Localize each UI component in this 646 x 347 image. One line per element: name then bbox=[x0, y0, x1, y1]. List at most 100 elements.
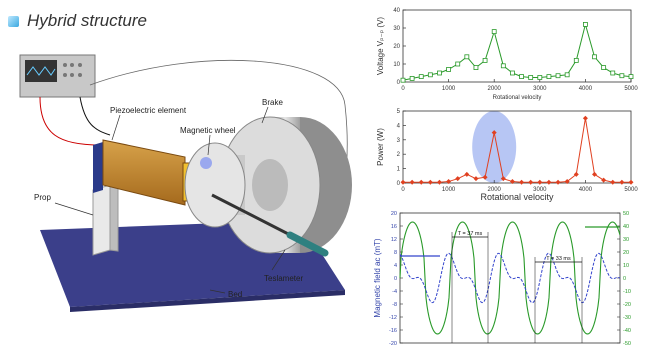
y-tick-label: 0 bbox=[394, 276, 397, 282]
y2-tick-label: -10 bbox=[623, 289, 631, 295]
data-point bbox=[418, 74, 424, 79]
oscilloscope bbox=[19, 54, 96, 98]
x-tick-label: 4000 bbox=[579, 187, 593, 193]
data-point bbox=[409, 76, 415, 81]
teslameter-probe bbox=[211, 193, 329, 257]
data-point bbox=[446, 179, 452, 185]
magnetic-waveform bbox=[399, 252, 621, 304]
apparatus-illustration: Piezoelectric element Brake Magnetic whe… bbox=[19, 54, 352, 312]
y2-tick-label: 40 bbox=[623, 224, 629, 230]
y-tick-label: 4 bbox=[394, 263, 397, 269]
y-tick-label: -12 bbox=[389, 315, 397, 321]
x-tick-label: 5000 bbox=[624, 187, 638, 193]
plot-frame bbox=[402, 110, 632, 184]
y2-tick-label: 50 bbox=[623, 211, 629, 217]
data-point bbox=[601, 177, 607, 183]
y2-tick-label: -20 bbox=[623, 302, 631, 308]
section-title: Hybrid structure bbox=[27, 11, 147, 30]
label-wheel: Magnetic wheel bbox=[180, 126, 236, 135]
y-axis-label: Voltage Vₚ₋ₚ (V) bbox=[376, 17, 385, 76]
label-piezo: Piezoelectric element bbox=[110, 106, 187, 115]
label-brake: Brake bbox=[262, 98, 283, 107]
data-point bbox=[592, 171, 598, 177]
y2-tick-label: -50 bbox=[623, 341, 631, 347]
x-tick-label: 1000 bbox=[442, 86, 456, 92]
data-point bbox=[473, 65, 479, 70]
y-tick-label: 30 bbox=[393, 26, 400, 32]
data-point bbox=[528, 179, 534, 185]
y-tick-label: 5 bbox=[397, 109, 401, 115]
y-tick-label: 0 bbox=[397, 80, 401, 86]
data-point bbox=[409, 179, 415, 185]
y-tick-label: 16 bbox=[391, 224, 397, 230]
data-point bbox=[436, 179, 442, 185]
y2-tick-label: 10 bbox=[623, 263, 629, 269]
data-point bbox=[491, 130, 497, 136]
magnetic-field-chart: 201612840-4-8-12-16-2050403020100-10-20-… bbox=[373, 211, 631, 347]
data-point bbox=[400, 179, 406, 185]
y-tick-label: 4 bbox=[397, 123, 401, 129]
y2-tick-label: -30 bbox=[623, 315, 631, 321]
data-point bbox=[537, 179, 543, 185]
series-line bbox=[403, 118, 631, 183]
data-point bbox=[564, 179, 570, 185]
y-tick-label: 0 bbox=[397, 181, 401, 187]
data-point bbox=[546, 74, 552, 79]
data-point bbox=[510, 70, 515, 76]
data-point bbox=[455, 61, 461, 67]
data-point bbox=[610, 179, 616, 185]
x-tick-label: 5000 bbox=[624, 86, 638, 92]
plot-frame bbox=[399, 212, 621, 344]
data-point bbox=[582, 115, 588, 121]
y-tick-label: 1 bbox=[397, 167, 401, 173]
y-tick-label: 2 bbox=[397, 152, 401, 158]
y2-tick-label: 30 bbox=[623, 237, 629, 243]
data-point bbox=[500, 176, 506, 182]
label-bed: Bed bbox=[228, 290, 242, 299]
voltage-waveform bbox=[399, 221, 621, 335]
data-point bbox=[628, 74, 634, 79]
data-point bbox=[564, 72, 570, 78]
data-point bbox=[491, 29, 497, 35]
data-point bbox=[464, 171, 470, 177]
x-tick-label: 3000 bbox=[533, 86, 547, 92]
y-tick-label: 20 bbox=[393, 44, 400, 50]
data-point bbox=[619, 179, 625, 185]
y-axis-label: Magnetic field ac (mT) bbox=[373, 238, 382, 317]
x-tick-label: 3000 bbox=[533, 187, 547, 193]
data-point bbox=[537, 75, 543, 80]
data-point bbox=[455, 176, 461, 182]
section-header: Hybrid structure bbox=[8, 10, 147, 32]
data-point bbox=[573, 171, 579, 177]
x-tick-label: 0 bbox=[401, 86, 405, 92]
brake-drum bbox=[219, 116, 352, 254]
y-tick-label: -20 bbox=[389, 341, 397, 347]
y2-tick-label: -40 bbox=[623, 328, 631, 334]
data-point bbox=[482, 174, 488, 180]
data-point bbox=[427, 72, 433, 78]
y-tick-label: -8 bbox=[392, 302, 397, 308]
x-axis-label: Rotational velocity bbox=[480, 192, 554, 202]
data-point bbox=[610, 70, 616, 76]
data-point bbox=[400, 77, 406, 83]
data-point bbox=[555, 73, 561, 79]
data-point bbox=[446, 67, 451, 72]
prop-post bbox=[92, 142, 119, 256]
period-annotation: T = 33 ms bbox=[546, 256, 571, 262]
data-point bbox=[528, 75, 534, 80]
y-tick-label: -16 bbox=[389, 328, 397, 334]
data-point bbox=[582, 21, 588, 27]
data-point bbox=[509, 179, 515, 185]
data-point bbox=[427, 179, 433, 185]
data-point bbox=[500, 63, 506, 69]
data-point bbox=[519, 179, 525, 185]
data-point bbox=[473, 176, 479, 182]
data-point bbox=[464, 54, 470, 60]
y-tick-label: 12 bbox=[391, 237, 397, 243]
label-prop: Prop bbox=[34, 193, 51, 202]
data-point bbox=[482, 58, 488, 63]
highlight-ellipse bbox=[472, 111, 517, 183]
data-point bbox=[546, 179, 552, 185]
